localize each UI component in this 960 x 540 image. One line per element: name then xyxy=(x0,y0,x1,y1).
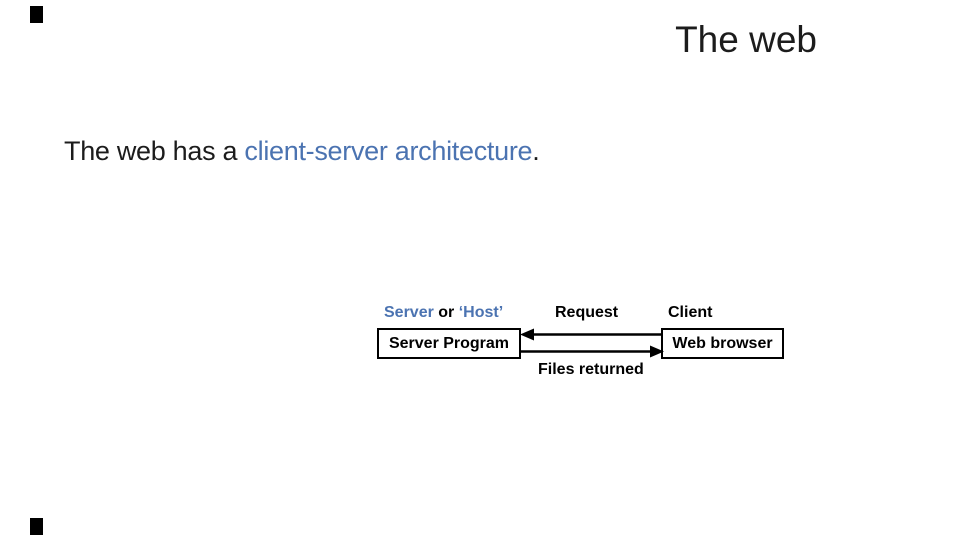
server-program-box: Server Program xyxy=(377,328,521,359)
files-returned-label: Files returned xyxy=(538,361,644,378)
client-label: Client xyxy=(668,304,713,321)
web-browser-box-label: Web browser xyxy=(672,334,773,352)
server-role-label: Server or ‘Host’ xyxy=(384,304,503,322)
files-returned-arrow xyxy=(521,345,664,358)
arrows-graphic xyxy=(520,328,664,358)
server-role-or: or xyxy=(433,304,459,321)
slide-body-text: The web has a client-server architecture… xyxy=(64,136,540,167)
body-text-suffix: . xyxy=(532,136,540,166)
corner-mark-top-left xyxy=(30,6,43,23)
server-program-box-label: Server Program xyxy=(388,334,510,352)
web-browser-box: Web browser xyxy=(661,328,784,359)
server-role-host: ‘Host’ xyxy=(458,304,504,321)
slide-title: The web xyxy=(675,19,817,60)
request-arrow xyxy=(520,328,661,341)
corner-mark-bottom-left xyxy=(30,518,43,535)
body-text-highlight: client-server architecture xyxy=(244,136,533,166)
request-label: Request xyxy=(555,304,619,321)
server-role-server: Server xyxy=(384,304,434,321)
body-text-prefix: The web has a xyxy=(64,136,245,166)
